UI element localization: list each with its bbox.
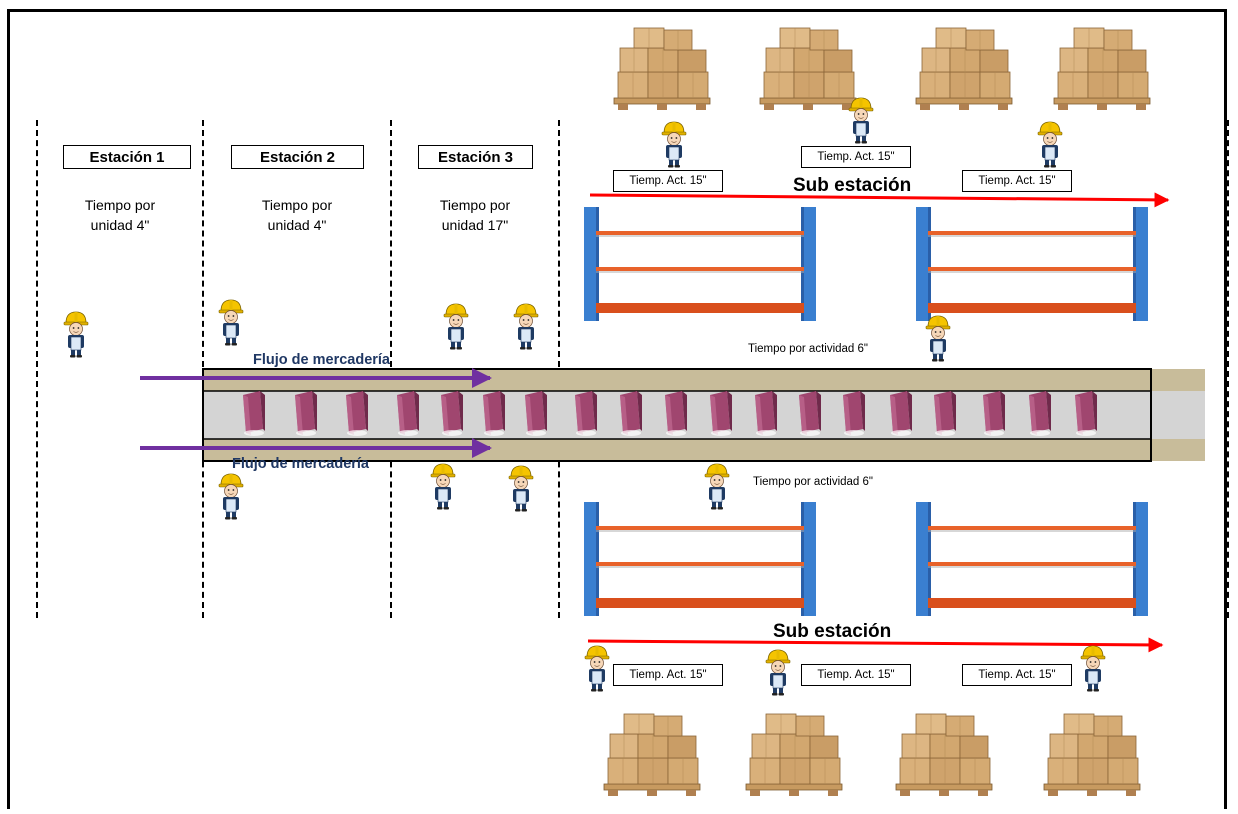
package-icon — [755, 391, 777, 436]
package-icon — [665, 391, 687, 436]
package-icon — [295, 391, 317, 436]
worker-icon — [848, 96, 874, 144]
worker-icon — [218, 472, 244, 520]
worker-icon — [704, 462, 730, 510]
worker-icon — [765, 648, 791, 696]
package-icon — [1075, 391, 1097, 436]
worker-icon — [1080, 644, 1106, 692]
activity-time-box: Tiemp. Act. 15" — [613, 170, 723, 192]
worker-icon — [443, 302, 469, 350]
worker-icon — [661, 120, 687, 168]
package-icon — [710, 391, 732, 436]
package-icon — [575, 391, 597, 436]
sub-station-title-top: Sub estación — [793, 175, 911, 197]
worker-icon — [925, 314, 951, 362]
package-icon — [890, 391, 912, 436]
package-icon — [441, 391, 463, 436]
package-icon — [525, 391, 547, 436]
package-icon — [799, 391, 821, 436]
package-icon — [620, 391, 642, 436]
worker-icon — [430, 462, 456, 510]
worker-icon — [63, 310, 89, 358]
flow-label-bottom: Flujo de mercadería — [232, 456, 369, 472]
worker-icon — [1037, 120, 1063, 168]
shelf-activity-time-bottom: Tiempo por actividad 6" — [753, 476, 873, 488]
package-icon — [243, 391, 265, 436]
package-icon — [934, 391, 956, 436]
package-icon — [843, 391, 865, 436]
package-icon — [346, 391, 368, 436]
activity-time-box: Tiemp. Act. 15" — [801, 664, 911, 686]
package-icon — [397, 391, 419, 436]
worker-icon — [584, 644, 610, 692]
worker-icon — [513, 302, 539, 350]
sub-station-title-bottom: Sub estación — [773, 621, 891, 643]
package-icon — [983, 391, 1005, 436]
flow-label-top: Flujo de mercadería — [253, 352, 390, 368]
package-icon — [483, 391, 505, 436]
activity-time-box: Tiemp. Act. 15" — [801, 146, 911, 168]
activity-time-box: Tiemp. Act. 15" — [613, 664, 723, 686]
package-icon — [1029, 391, 1051, 436]
worker-icon — [218, 298, 244, 346]
worker-icon — [508, 464, 534, 512]
activity-time-box: Tiemp. Act. 15" — [962, 170, 1072, 192]
shelf-activity-time-top: Tiempo por actividad 6" — [748, 343, 868, 355]
activity-time-box: Tiemp. Act. 15" — [962, 664, 1072, 686]
